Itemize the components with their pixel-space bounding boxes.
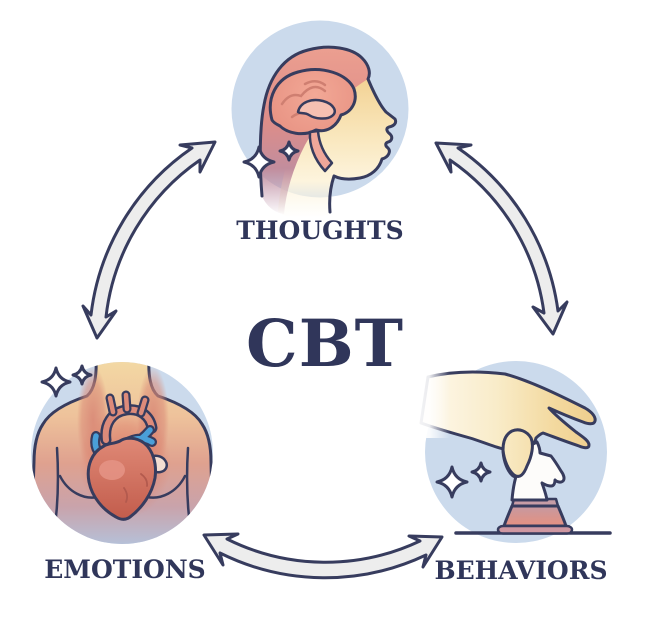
arrow-thoughts-behaviors bbox=[434, 141, 569, 336]
hand-moving-chess-knight-icon bbox=[402, 358, 612, 535]
cbt-center-label: CBT bbox=[245, 306, 405, 382]
brain-stem bbox=[308, 129, 334, 173]
torso-creases bbox=[51, 446, 194, 542]
corpus-callosum bbox=[296, 98, 336, 120]
behaviors-node bbox=[402, 358, 612, 543]
thoughts-node bbox=[231, 20, 409, 220]
face-profile bbox=[278, 71, 396, 220]
head-outline bbox=[258, 45, 398, 214]
heart-veins bbox=[123, 473, 149, 503]
sparkle-icon bbox=[40, 366, 72, 398]
heart-icon bbox=[86, 390, 169, 521]
heart-in-chest-icon bbox=[31, 362, 213, 544]
emotions-label: EMOTIONS bbox=[44, 555, 206, 584]
emotions-node bbox=[31, 362, 213, 544]
arrow-emotions-behaviors bbox=[202, 532, 444, 580]
heart-highlight bbox=[99, 460, 125, 480]
wrist-fade bbox=[402, 358, 450, 438]
brain-in-head-icon bbox=[242, 45, 398, 220]
knight-base-skirt bbox=[502, 504, 568, 528]
arrow-thoughts-emotions bbox=[81, 140, 217, 340]
sparkle-icon bbox=[435, 465, 469, 499]
thumb bbox=[501, 428, 534, 478]
sparkle-icon bbox=[278, 140, 300, 162]
sparkle-icon bbox=[470, 461, 492, 483]
thoughts-label: THOUGHTS bbox=[236, 216, 404, 245]
brain-icon bbox=[268, 68, 357, 173]
sparkle-icon bbox=[71, 364, 93, 386]
sparkle-icon bbox=[242, 145, 276, 179]
knight-base-rim bbox=[496, 524, 574, 535]
behaviors-label: BEHAVIORS bbox=[434, 556, 608, 585]
